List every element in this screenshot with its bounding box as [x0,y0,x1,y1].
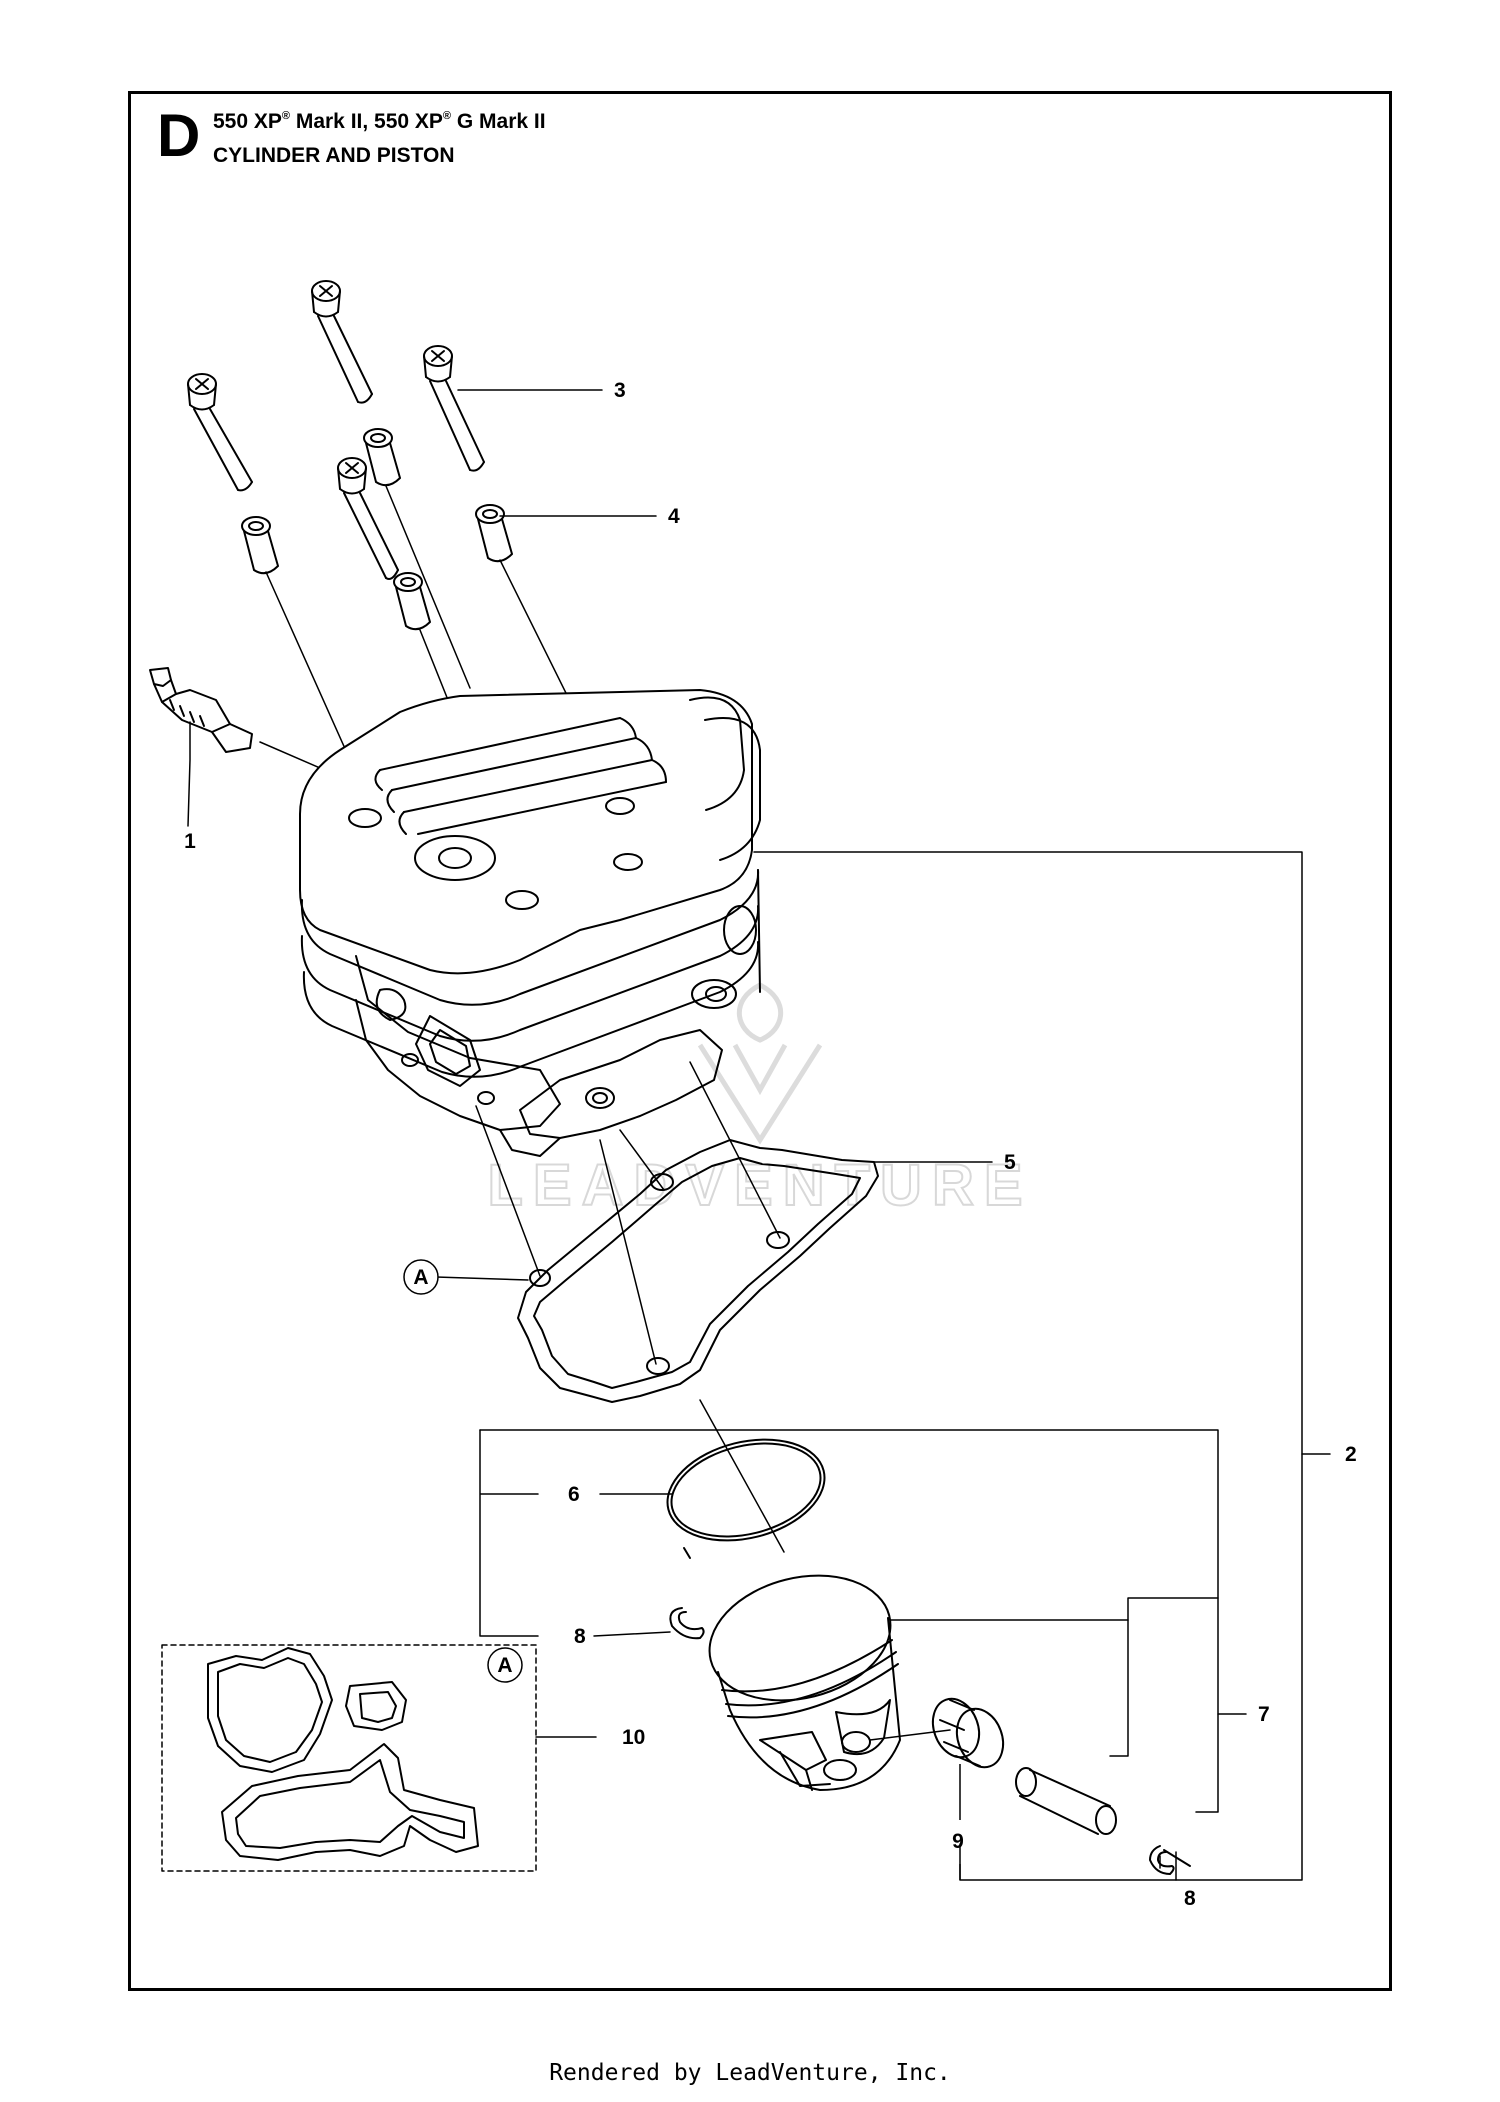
sleeve [241,516,279,575]
sleeve [393,572,431,631]
needle-bearing [931,1697,1005,1769]
sleeve [475,504,513,563]
cylinder-gasket [517,1139,879,1403]
piston-ring [666,1438,826,1559]
model-title: 550 XP® Mark II, 550 XP® G Mark II [213,110,546,133]
spark-plug [149,667,253,753]
callout-3: 3 [614,379,626,402]
circlip [669,1607,705,1640]
cylinder [299,689,761,1157]
bolt [187,373,253,492]
callout-8-top: 8 [574,1625,586,1648]
reference-label: A [497,1654,512,1677]
reference-label: A [413,1266,428,1289]
callout-8-bottom: 8 [1184,1887,1196,1910]
callout-9: 9 [952,1830,964,1853]
sleeve [363,428,401,487]
callout-6: 6 [568,1483,580,1506]
gasket-kit-box [161,1644,537,1872]
diagram-frame [128,91,1392,1991]
bolt [423,345,485,472]
reference-circle [487,1647,523,1683]
callout-10: 10 [622,1726,645,1749]
callout-2: 2 [1345,1443,1357,1466]
watermark-logo [697,982,823,1145]
piston-pin [1015,1767,1117,1835]
bolt [311,280,373,404]
reference-circle [403,1259,439,1295]
callout-4: 4 [668,505,680,528]
piston [708,1574,901,1791]
bolt [337,457,399,580]
callout-5: 5 [1004,1151,1016,1174]
watermark-text: LEADVENTURE [487,1153,1032,1218]
circlip [1149,1845,1191,1875]
section-letter: D [157,102,201,169]
section-title: CYLINDER AND PISTON [213,144,455,167]
callout-7: 7 [1258,1703,1270,1726]
footer-credit: Rendered by LeadVenture, Inc. [549,2060,951,2086]
callout-1: 1 [184,830,196,853]
